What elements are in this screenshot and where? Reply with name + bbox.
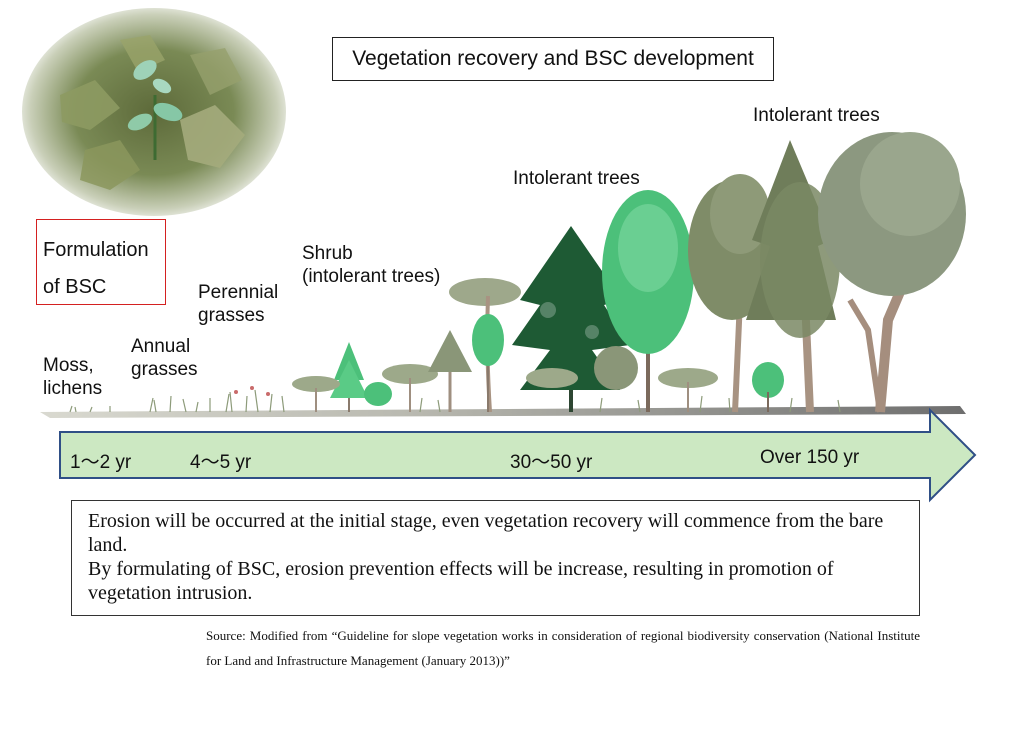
stage-intolerant-mid-label: Intolerant trees xyxy=(513,168,640,189)
tree-light-bush-late xyxy=(752,362,784,412)
flower-dots xyxy=(234,386,270,396)
tree-big-olive-1 xyxy=(688,174,776,413)
explanation-line-1: Erosion will be occurred at the initial … xyxy=(88,510,884,556)
diagram-title: Vegetation recovery and BSC development xyxy=(332,37,774,81)
timeline-arrow xyxy=(59,407,977,503)
tree-big-olive-3 xyxy=(818,132,966,413)
explanation-line-2: By formulating of BSC, erosion preventio… xyxy=(88,558,834,604)
stage-moss-line1: Moss, xyxy=(43,355,94,376)
shrub-bush-1 xyxy=(292,364,438,412)
stage-annual-line1: Annual xyxy=(131,336,191,357)
bsc-photo xyxy=(22,8,286,216)
source-citation: Source: Modified from “Guideline for slo… xyxy=(206,628,920,668)
diagram-title-text: Vegetation recovery and BSC development xyxy=(352,47,754,70)
grass-tufts xyxy=(69,389,841,413)
bsc-label-line2: of BSC xyxy=(43,276,107,298)
seedling-icon xyxy=(127,60,183,160)
bush-row-mid xyxy=(526,346,718,412)
timeline-label-4: Over 150 yr xyxy=(760,447,860,468)
tree-light-green xyxy=(602,190,694,412)
stage-annual-line2: grasses xyxy=(131,359,198,380)
timeline-label-1: 1～2 yr xyxy=(70,452,132,473)
stage-moss-label: Moss, lichens xyxy=(43,354,102,400)
bsc-formulation-box: Formulation of BSC xyxy=(36,219,166,305)
bsc-label-line1: Formulation xyxy=(43,239,149,261)
stage-shrub-line1: Shrub xyxy=(302,243,353,264)
tree-light-small xyxy=(472,314,504,412)
stage-perennial-line1: Perennial xyxy=(198,282,279,303)
stage-moss-line2: lichens xyxy=(43,378,103,399)
explanation-box: Erosion will be occurred at the initial … xyxy=(71,500,920,616)
stage-annual-label: Annual grasses xyxy=(131,335,198,381)
stage-shrub-line2: (intolerant trees) xyxy=(302,266,441,287)
stage-shrub-label: Shrub (intolerant trees) xyxy=(302,242,440,288)
stage-perennial-line2: grasses xyxy=(198,305,265,326)
ground-strip xyxy=(40,406,966,418)
shrub-tree-small-1 xyxy=(330,342,368,412)
timeline-label-2: 4～5 yr xyxy=(190,452,252,473)
timeline-label-3: 30～50 yr xyxy=(510,452,593,473)
stage-intolerant-late-label: Intolerant trees xyxy=(753,105,880,126)
stage-perennial-label: Perennial grasses xyxy=(198,281,278,327)
